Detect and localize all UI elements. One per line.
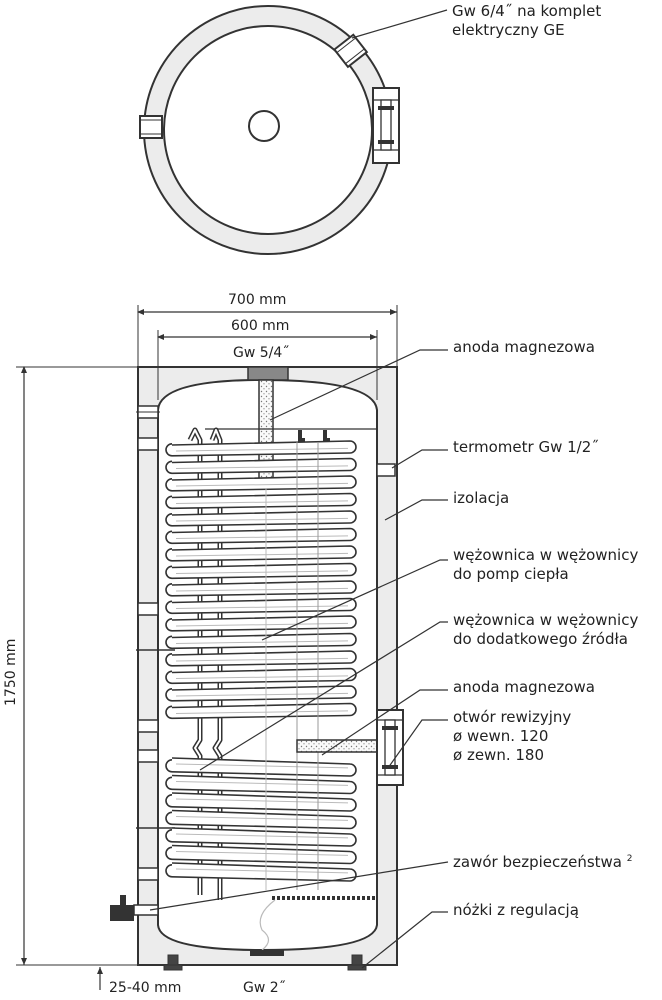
label-thermometer: termometr Gw 1/2˝ <box>453 438 599 456</box>
coil-winding <box>165 545 357 562</box>
coil-winding-highlight <box>175 710 349 714</box>
coil-winding-highlight <box>175 657 349 662</box>
label-outer-width: 700 mm <box>228 292 287 308</box>
label-ge-socket-line1: Gw 6/4˝ na komplet <box>452 2 602 20</box>
coil-winding <box>165 827 357 847</box>
inspection-flange <box>376 709 404 786</box>
coil-winding <box>165 667 357 685</box>
coil-winding-highlight <box>175 465 349 469</box>
coil-winding-highlight <box>175 816 349 821</box>
coil-winding-highlight <box>175 447 349 452</box>
coil-winding-highlight <box>175 500 349 504</box>
label-height: 1750 mm <box>3 638 19 706</box>
top-view-leader <box>351 9 448 39</box>
coil-winding-highlight <box>175 622 349 627</box>
label-anode-top: anoda magnezowa <box>453 338 595 356</box>
bottom-connection <box>250 950 284 956</box>
coil-winding-highlight <box>175 535 349 539</box>
coil-winding-highlight <box>175 851 349 856</box>
coil-winding <box>165 862 357 882</box>
label-inner-width: 600 mm <box>231 318 290 334</box>
coil-winding <box>165 580 357 597</box>
leader-lines <box>149 349 449 969</box>
label-coil-aux-line1: wężownica w wężownicy <box>453 611 639 629</box>
coil-winding <box>165 457 357 475</box>
leader-thermometer <box>391 449 448 469</box>
coil-winding <box>165 809 357 830</box>
coil-winding-highlight <box>175 675 349 679</box>
top-connection <box>247 366 289 381</box>
label-feet-adjust: 25-40 mm <box>109 980 182 996</box>
top-view <box>139 5 448 255</box>
coil-winding <box>165 650 357 667</box>
safety-valve-body <box>110 905 134 921</box>
anode-bottom-rod <box>296 739 378 753</box>
coil-winding-highlight <box>175 763 349 769</box>
coil-winding-highlight <box>175 833 349 839</box>
coil-winding <box>165 475 357 492</box>
coil-winding <box>165 597 357 615</box>
label-coil-hp-line2: do pomp ciepła <box>453 565 569 583</box>
leader-safety-valve <box>149 861 449 911</box>
leader-anode-top <box>269 349 448 421</box>
coil-winding-highlight <box>175 605 349 609</box>
label-safety-valve: zawór bezpieczeństwa 2 <box>453 850 633 872</box>
label-inspection-line2: ø wewn. 120 <box>453 727 549 745</box>
coil-winding <box>165 774 357 795</box>
label-insulation: izolacja <box>453 489 510 507</box>
label-inspection-line1: otwór rewizyjny <box>453 708 572 726</box>
coil-winding <box>165 527 357 545</box>
front-view <box>16 305 449 990</box>
leader-insulation <box>384 499 448 521</box>
leader-inspection <box>387 719 448 769</box>
label-safety-valve-note: 2 <box>626 854 633 864</box>
coil-winding-highlight <box>175 552 349 557</box>
leader-feet <box>361 911 448 969</box>
label-top-connection: Gw 5/4˝ <box>233 345 290 361</box>
coil-winding <box>165 685 357 702</box>
leader-coil-hp <box>261 559 448 641</box>
coil-winding <box>165 844 357 865</box>
coil-winding-highlight <box>175 692 349 697</box>
label-ge-socket-line2: elektryczny GE <box>452 21 565 39</box>
coil-winding <box>165 792 357 812</box>
coil-winding-highlight <box>175 517 349 522</box>
feet <box>163 954 367 971</box>
label-bottom-connection: Gw 2˝ <box>243 980 286 996</box>
label-anode-bottom: anoda magnezowa <box>453 678 595 696</box>
top-view-left-stub <box>139 115 163 139</box>
coil-winding <box>165 702 357 720</box>
label-coil-hp-line1: wężownica w wężownicy <box>453 546 639 564</box>
coil-winding-highlight <box>175 868 349 874</box>
coil-winding <box>165 562 357 580</box>
leader-anode-bottom <box>321 689 448 756</box>
coil-winding <box>165 632 357 650</box>
label-safety-valve-text: zawór bezpieczeństwa <box>453 853 622 871</box>
label-coil-aux-line2: do dodatkowego źródła <box>453 630 628 648</box>
coil-winding-highlight <box>175 587 349 592</box>
left-connections <box>137 405 159 881</box>
coil-winding <box>165 757 357 777</box>
coil-winding-highlight <box>175 640 349 644</box>
label-inspection-line3: ø zewn. 180 <box>453 746 544 764</box>
cold-water-pipe <box>259 899 276 951</box>
top-view-inspection-flange <box>372 87 400 164</box>
coil-winding <box>165 510 357 527</box>
leader-coil-aux <box>199 621 448 771</box>
coil-winding-highlight <box>175 570 349 574</box>
thermometer-socket <box>376 463 396 477</box>
label-feet: nóżki z regulacją <box>453 901 579 919</box>
coil-winding <box>165 440 357 457</box>
top-view-ge-socket <box>332 33 369 69</box>
coil-winding <box>165 492 357 510</box>
top-view-anode-opening <box>248 110 280 142</box>
coil-winding-highlight <box>175 798 349 804</box>
coil-winding-highlight <box>175 482 349 487</box>
coil-winding-highlight <box>175 781 349 786</box>
